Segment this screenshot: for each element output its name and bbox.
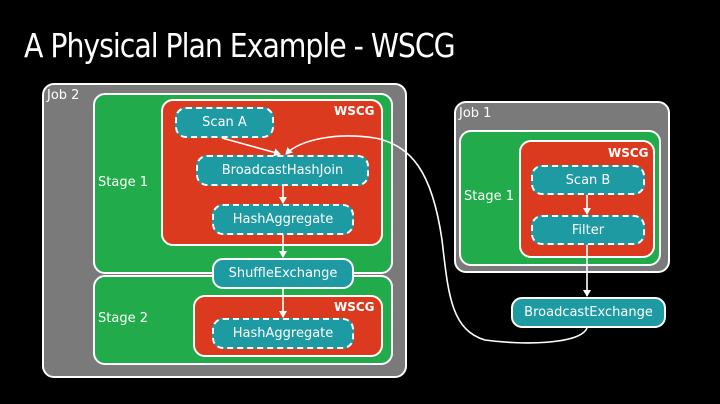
job-2-stage-1-label: Stage 1 bbox=[98, 175, 148, 190]
operator-filter: Filter bbox=[531, 215, 645, 245]
slide-title: A Physical Plan Example - WSCG bbox=[24, 26, 456, 65]
operator-broadcast-hash-join: BroadcastHashJoin bbox=[196, 155, 369, 186]
operator-hash-aggregate-stage-1: HashAggregate bbox=[212, 204, 354, 235]
operator-shuffle-exchange: ShuffleExchange bbox=[212, 258, 354, 289]
job-2-stage-2-wscg-label: WSCG bbox=[334, 300, 375, 314]
job-2-stage-1-wscg-label: WSCG bbox=[334, 104, 375, 118]
job-1-stage-1-label: Stage 1 bbox=[464, 189, 514, 204]
job-1-label: Job 1 bbox=[459, 106, 492, 121]
job-1-stage-1-wscg-label: WSCG bbox=[608, 146, 649, 160]
operator-scan-b: Scan B bbox=[531, 165, 645, 195]
job-2-stage-2-label: Stage 2 bbox=[98, 311, 148, 326]
job-2-label: Job 2 bbox=[47, 88, 80, 103]
operator-broadcast-exchange: BroadcastExchange bbox=[511, 297, 666, 328]
operator-scan-a: Scan A bbox=[175, 107, 274, 138]
operator-hash-aggregate-stage-2: HashAggregate bbox=[212, 318, 354, 349]
